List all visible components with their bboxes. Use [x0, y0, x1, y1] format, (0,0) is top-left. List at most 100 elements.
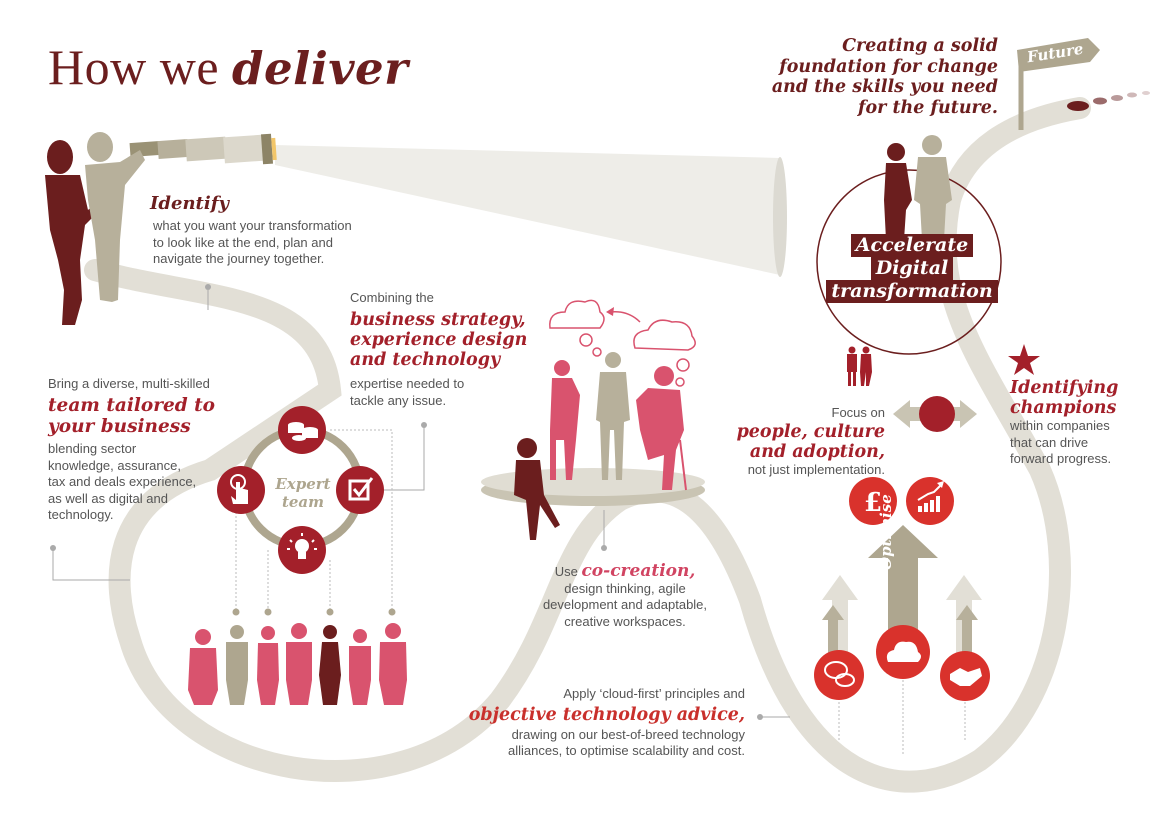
identify-body-line: to look like at the end, plan and	[153, 234, 333, 250]
seated-woman-silhouette	[514, 438, 560, 540]
accelerate-line: Digital	[870, 257, 954, 280]
team-member	[379, 623, 407, 705]
team-member	[319, 625, 341, 705]
accelerate-man	[914, 135, 952, 240]
future-headline: Creating a solid foundation for change a…	[772, 36, 998, 118]
combining-pointer-dot	[421, 422, 427, 428]
optimise-side-arrows	[822, 575, 982, 670]
accelerate-circle	[816, 169, 1002, 355]
telescope-beam	[275, 145, 780, 275]
people-culture-body: not just implementation.	[747, 461, 885, 477]
team-pointer-dot	[50, 545, 56, 551]
expert-team-label-line: team	[281, 493, 325, 511]
accelerate-label: Accelerate Digital transformation	[808, 234, 1016, 303]
combining-pointer-line	[380, 425, 425, 491]
identify-pointer-dot	[205, 284, 211, 290]
expert-team-dotted-connectors	[235, 429, 393, 610]
pound-icon: £	[849, 477, 897, 525]
optimise-main-arrow	[868, 525, 938, 640]
combining-body-line: expertise needed to	[350, 376, 465, 391]
focus-dot	[919, 396, 955, 432]
people-icon	[847, 346, 872, 386]
man-silhouette	[85, 132, 145, 302]
team-body: blending sector knowledge, assurance, ta…	[48, 441, 196, 524]
team-member	[188, 629, 218, 705]
cocreation-body-line: design thinking, agile	[564, 580, 686, 596]
future-headline-line: for the future.	[857, 97, 998, 118]
cocreation-block: Use co-creation, design thinking, agile …	[500, 563, 750, 630]
cloud-advice-intro: Apply ‘cloud-first’ principles and	[563, 686, 745, 701]
cloud-advice-body-line: drawing on our best-of-breed technology	[511, 726, 745, 742]
team-headline-line: your business	[48, 416, 191, 437]
team-body-line: blending sector	[48, 441, 137, 456]
champions-body-line: within companies	[1010, 418, 1110, 433]
star-icon	[1008, 344, 1040, 375]
speech-bubbles-icon	[814, 650, 864, 700]
svg-text:£: £	[864, 488, 882, 518]
champions-block: Identifying champions within companies t…	[1010, 378, 1118, 468]
combining-headline-line: experience design	[350, 330, 528, 350]
team-member	[226, 625, 248, 705]
team-pointer-line	[52, 548, 130, 581]
team-headline-line: team tailored to	[48, 395, 216, 416]
people-culture-headline-line: people, culture	[736, 421, 885, 442]
cloud-advice-pointer-dot	[757, 714, 763, 720]
telescope-icon	[129, 133, 277, 165]
optimise-dotted-lines	[838, 680, 966, 755]
page-title: How we deliver	[48, 38, 408, 96]
accelerate-woman	[884, 143, 912, 240]
lightbulb-icon	[278, 526, 326, 574]
future-headline-line: foundation for change	[779, 56, 998, 77]
combining-body-line: tackle any issue.	[350, 392, 447, 408]
cloud-advice-headline: objective technology advice,	[468, 704, 745, 725]
expert-team-connector-dots	[232, 608, 396, 616]
cloud-advice-block: Apply ‘cloud-first’ principles and objec…	[440, 686, 745, 760]
future-sign	[1017, 38, 1100, 72]
checkbox-icon	[336, 466, 384, 514]
expert-team-label: Expert team	[268, 475, 338, 511]
touch-hand-icon	[217, 466, 265, 514]
future-headline-line: and the skills you need	[771, 77, 998, 97]
cocreation-body-line: creative workspaces.	[564, 613, 686, 629]
coins-icon	[278, 406, 326, 454]
team-body-line: tax and deals experience,	[48, 474, 197, 489]
page-title-regular: How we	[48, 39, 233, 95]
team-member	[286, 623, 312, 705]
accelerate-line: transformation	[826, 280, 998, 303]
champions-body-line: forward progress.	[1010, 451, 1112, 466]
cocreation-woman	[550, 360, 580, 480]
cocreation-pointer-dot	[601, 545, 607, 551]
champions-headline-line: champions	[1010, 398, 1117, 418]
future-trail-dots	[1067, 91, 1150, 111]
combining-headline-line: and technology	[350, 350, 501, 370]
future-headline-line: Creating a solid	[842, 36, 998, 56]
team-body-line: as well as digital and	[48, 490, 168, 506]
cloud-icon	[876, 625, 930, 679]
cocreation-body-line: development and adaptable,	[542, 597, 708, 612]
team-body-line: knowledge, assurance,	[48, 457, 181, 473]
expert-team-label-line: Expert	[275, 475, 331, 493]
identify-body-line: navigate the journey together.	[153, 251, 325, 266]
combining-intro: Combining the	[350, 290, 434, 305]
team-member	[257, 626, 279, 705]
team-member	[349, 629, 371, 705]
combining-body: expertise needed to tackle any issue.	[350, 376, 464, 409]
champions-body-line: that can drive	[1010, 434, 1089, 450]
accelerate-line: Accelerate	[850, 234, 974, 257]
beam-end	[773, 157, 787, 277]
combining-headline-line: business strategy,	[350, 310, 526, 330]
combining-headline: business strategy, experience design and…	[350, 310, 527, 370]
cocreation-man	[596, 352, 630, 480]
cloud-advice-body-line: alliances, to optimise scalability and c…	[507, 743, 745, 758]
identify-body: what you want your transformation to loo…	[153, 218, 352, 268]
cocreation-seated-man	[636, 366, 687, 491]
people-culture-headline-line: and adoption,	[749, 441, 885, 462]
growth-chart-icon	[906, 477, 954, 525]
handshake-icon	[940, 651, 990, 701]
identify-title: Identify	[150, 193, 229, 214]
optimise-label: Optimise	[877, 494, 895, 570]
cocreation-headline: co-creation,	[581, 561, 696, 581]
team-intro: Bring a diverse, multi-skilled	[48, 376, 210, 391]
cocreation-prefix: Use	[554, 564, 582, 579]
